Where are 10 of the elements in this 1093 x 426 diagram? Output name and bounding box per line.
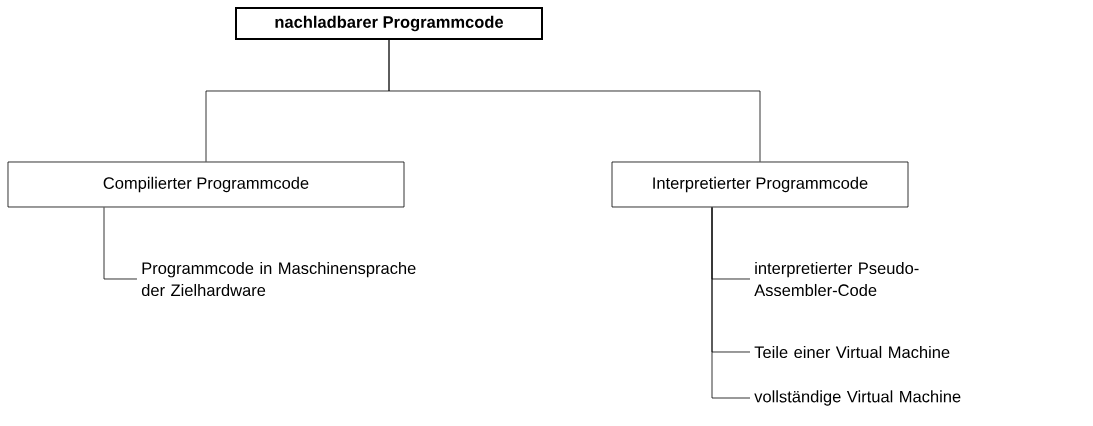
category-box: Interpretierter Programmcode [611, 161, 909, 208]
category-box: Compilierter Programmcode [7, 161, 405, 208]
item-text: interpretierter Pseudo-Assembler-Code [754, 261, 919, 297]
item-text: Programmcode in Maschinensprache der Zielhardware [141, 261, 416, 297]
connector-line [388, 39, 761, 162]
title-box: nachladbarer Programmcode [235, 7, 543, 40]
connector-line [711, 207, 751, 399]
item-text: vollständige Virtual Machine [754, 390, 961, 406]
connector-line [103, 207, 138, 280]
item-text: Teile einer Virtual Machine [754, 345, 950, 359]
